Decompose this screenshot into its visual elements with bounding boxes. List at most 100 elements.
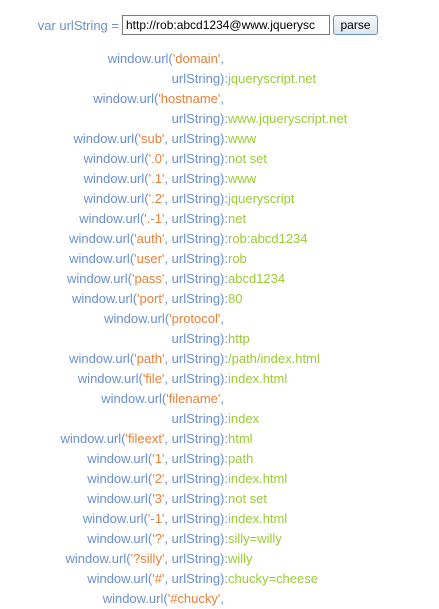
url-input-bar: var urlString = parse [0,15,439,37]
call-argument: 'pass' [131,271,165,286]
call-function: window.url( [82,511,148,526]
result-row: window.url('?', urlString):silly=willy [0,529,439,549]
call-argument: 'domain' [172,51,221,66]
call-argument: 'protocol' [169,311,221,326]
call-argument: '.1' [148,171,165,186]
call-rest: , urlString): [164,291,228,306]
result-row: window.url('user', urlString):rob [0,249,439,269]
call-argument: '?' [152,531,165,546]
call-function: window.url( [101,391,167,406]
call-function: window.url( [104,311,170,326]
call-separator: , [220,51,224,66]
call-argument: '3' [152,491,165,506]
result-row: window.url('auth', urlString):rob:abcd12… [0,229,439,249]
result-call-line: window.url('domain', [0,49,439,69]
result-row: window.url('pass', urlString):abcd1234 [0,269,439,289]
results-list: window.url('domain',urlString):jqueryscr… [0,49,439,609]
call-argument: '.2' [148,191,165,206]
call-argument: '-1' [147,511,165,526]
result-row: window.url('?silly', urlString):willy [0,549,439,569]
result-value: not set [228,151,268,166]
call-function: window.url( [65,551,131,566]
call-rest: , urlString): [164,251,228,266]
call-function: window.url( [69,231,135,246]
result-value: silly=willy [228,531,282,546]
call-argument: 'auth' [134,231,165,246]
result-call-line: window.url('hostname', [0,89,439,109]
result-row: window.url('.1', urlString):www [0,169,439,189]
result-value: www [228,131,257,146]
result-row: urlString):www.jqueryscript.net [0,109,439,129]
result-value: not set [228,491,268,506]
call-rest: , urlString): [164,171,228,186]
result-value: jqueryscript [228,191,295,206]
result-row: urlString):jqueryscript.net [0,69,439,89]
result-row: window.url('sub', urlString):www [0,129,439,149]
call-function: window.url( [69,251,135,266]
call-function: window.url( [83,191,149,206]
call-function: window.url( [83,171,149,186]
parse-button[interactable]: parse [333,15,378,35]
call-rest: urlString): [171,331,228,346]
result-value: rob [228,251,247,266]
call-rest: urlString): [171,111,228,126]
call-separator: , [220,91,224,106]
call-rest: , urlString): [164,551,228,566]
result-value: index.html [228,371,288,386]
call-rest: , urlString): [164,431,228,446]
call-function: window.url( [73,131,139,146]
call-rest: , urlString): [164,351,228,366]
call-argument: 'file' [142,371,165,386]
call-function: window.url( [60,431,126,446]
result-value: willy [228,551,253,566]
var-label: var urlString = [37,18,119,33]
call-argument: '?silly' [130,551,165,566]
call-separator: , [220,311,224,326]
result-row: window.url('-1', urlString):index.html [0,509,439,529]
call-function: window.url( [87,571,153,586]
result-value: http [228,331,250,346]
call-function: window.url( [87,451,153,466]
call-function: window.url( [87,491,153,506]
result-value: rob:abcd1234 [228,231,308,246]
call-rest: , urlString): [164,571,228,586]
call-argument: '#chucky' [167,591,221,606]
call-argument: 'port' [137,291,165,306]
result-call-line: window.url('#chucky', [0,589,439,609]
call-function: window.url( [87,471,153,486]
result-row: window.url('.-1', urlString):net [0,209,439,229]
call-argument: 'sub' [138,131,165,146]
call-rest: , urlString): [164,211,228,226]
call-rest: , urlString): [164,191,228,206]
call-argument: 'hostname' [158,91,221,106]
call-function: window.url( [72,291,138,306]
result-value: chucky=cheese [228,571,318,586]
result-row: window.url('fileext', urlString):html [0,429,439,449]
result-row: window.url('3', urlString):not set [0,489,439,509]
result-row: window.url('1', urlString):path [0,449,439,469]
call-function: window.url( [87,531,153,546]
call-argument: '.0' [148,151,165,166]
result-call-line: window.url('protocol', [0,309,439,329]
call-rest: , urlString): [164,271,228,286]
call-separator: , [220,591,224,606]
result-value: /path/index.html [228,351,320,366]
call-rest: urlString): [171,71,228,86]
call-argument: 'filename' [166,391,221,406]
call-argument: 'path' [134,351,165,366]
call-function: window.url( [102,591,168,606]
call-rest: , urlString): [164,231,228,246]
result-row: urlString):http [0,329,439,349]
result-value: index [228,411,260,426]
call-function: window.url( [66,271,132,286]
call-rest: , urlString): [164,371,228,386]
call-argument: 'user' [134,251,165,266]
call-function: window.url( [83,151,149,166]
url-string-input[interactable] [122,15,330,35]
result-row: urlString):index [0,409,439,429]
result-value: net [228,211,247,226]
call-rest: , urlString): [164,511,228,526]
result-row: window.url('port', urlString):80 [0,289,439,309]
result-row: window.url('path', urlString):/path/inde… [0,349,439,369]
call-rest: , urlString): [164,131,228,146]
